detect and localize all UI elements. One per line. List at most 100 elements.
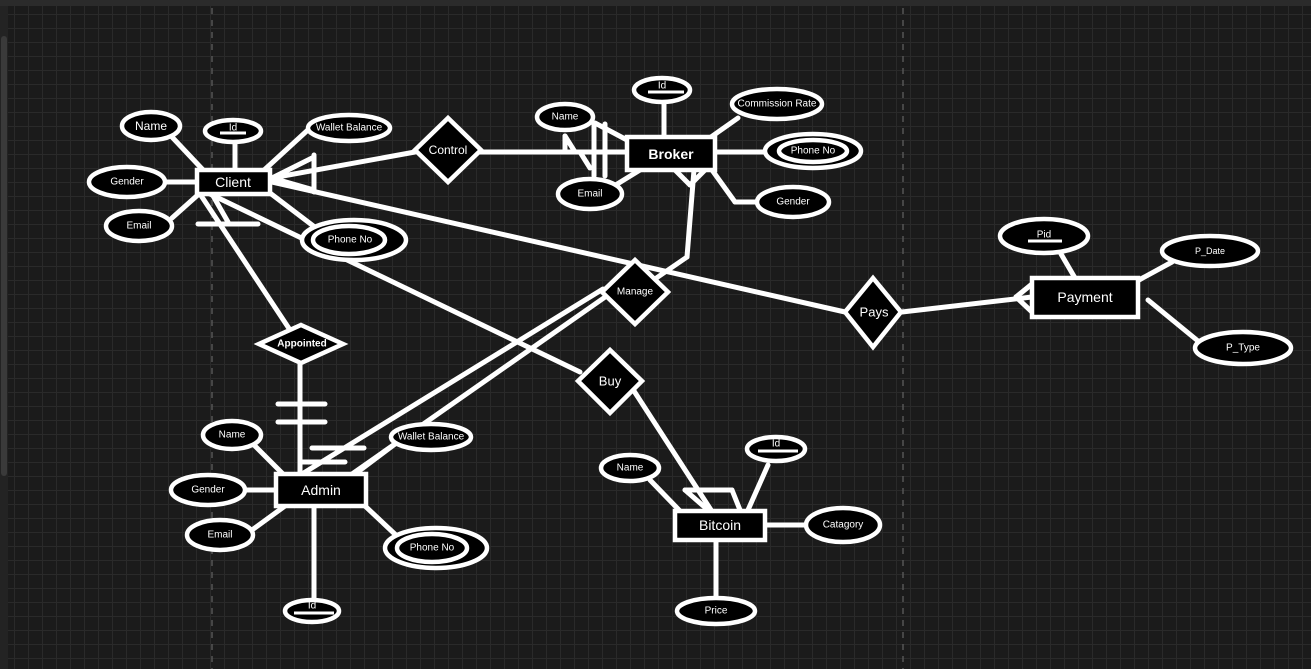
attr-admin-name-label: Name bbox=[219, 430, 246, 441]
attr-broker-email-label: Email bbox=[577, 189, 602, 200]
attr-client-id-label: Id bbox=[229, 123, 237, 134]
line-broker-commission bbox=[708, 115, 741, 140]
line-admin-name bbox=[251, 442, 286, 477]
attr-admin-wallet-label: Wallet Balance bbox=[398, 432, 465, 443]
top-toolbar-edge bbox=[0, 0, 1311, 6]
line-broker-gender-a bbox=[709, 167, 738, 205]
entity-broker[interactable]: Broker bbox=[624, 134, 718, 173]
attr-bitcoin-name[interactable]: Name bbox=[598, 452, 662, 484]
entity-payment[interactable]: Payment bbox=[1029, 275, 1141, 320]
attr-admin-email-label: Email bbox=[207, 530, 232, 541]
line-broker-manage-a bbox=[684, 167, 697, 260]
line-broker-name bbox=[592, 120, 630, 143]
relationship-pays-label: Pays bbox=[860, 305, 889, 320]
attr-broker-id-label: Id bbox=[658, 81, 666, 92]
line-admin-phone bbox=[362, 503, 401, 540]
attr-client-name-label: Name bbox=[135, 119, 167, 133]
line-client-appointed bbox=[197, 191, 293, 333]
payment-crow-1 bbox=[1013, 281, 1035, 300]
attr-broker-gender[interactable]: Gender bbox=[754, 184, 832, 220]
attr-broker-commission-label: Commission Rate bbox=[738, 99, 817, 110]
line-client-pays bbox=[269, 179, 848, 315]
client-buy-fork bbox=[209, 191, 231, 225]
attr-client-phone-label: Phone No bbox=[328, 235, 373, 246]
attr-broker-phone-label: Phone No bbox=[791, 146, 836, 157]
attr-admin-name[interactable]: Name bbox=[200, 418, 264, 452]
line-client-name bbox=[169, 134, 208, 175]
attr-bitcoin-price[interactable]: Price bbox=[674, 595, 758, 627]
attr-admin-email[interactable]: Email bbox=[184, 517, 256, 553]
broker-crow-1 bbox=[672, 167, 693, 188]
relationship-appointed[interactable]: Appointed bbox=[253, 322, 349, 366]
line-client-email bbox=[169, 190, 203, 221]
relationship-manage-label: Manage bbox=[617, 287, 654, 298]
line-payment-ptype bbox=[1145, 297, 1201, 344]
attr-client-email[interactable]: Email bbox=[103, 208, 175, 244]
entity-payment-label: Payment bbox=[1057, 289, 1112, 305]
broker-fork-2 bbox=[562, 133, 578, 155]
attr-payment-ptype-label: P_Type bbox=[1226, 343, 1260, 354]
attr-client-gender[interactable]: Gender bbox=[86, 164, 168, 200]
attr-admin-phone-no[interactable]: Phone No bbox=[382, 525, 490, 571]
attr-bitcoin-id-label: Id bbox=[772, 439, 780, 450]
line-client-wallet bbox=[259, 125, 313, 175]
attr-client-id[interactable]: Id bbox=[202, 117, 264, 145]
attr-bitcoin-catagory-label: Catagory bbox=[823, 520, 864, 531]
attr-bitcoin-id[interactable]: Id bbox=[744, 434, 808, 464]
bitcoin-crow-1 bbox=[682, 487, 711, 513]
attr-payment-pid[interactable]: Pid bbox=[997, 216, 1091, 256]
attr-broker-name-label: Name bbox=[552, 112, 579, 123]
line-client-control bbox=[269, 149, 418, 181]
attr-admin-id[interactable]: Id bbox=[282, 597, 342, 625]
relationship-buy-label: Buy bbox=[599, 374, 622, 389]
line-broker-email bbox=[611, 167, 643, 189]
attr-client-name[interactable]: Name bbox=[119, 109, 183, 143]
attr-payment-p-type[interactable]: P_Type bbox=[1192, 329, 1294, 367]
attr-broker-name[interactable]: Name bbox=[534, 101, 596, 133]
connectors bbox=[163, 98, 1201, 603]
attr-client-email-label: Email bbox=[126, 221, 151, 232]
attr-payment-p-date[interactable]: P_Date bbox=[1159, 233, 1261, 269]
attr-client-wallet-label: Wallet Balance bbox=[316, 123, 383, 134]
entity-admin-label: Admin bbox=[301, 482, 341, 498]
entity-broker-label: Broker bbox=[648, 146, 694, 162]
attr-broker-commission-rate[interactable]: Commission Rate bbox=[729, 86, 825, 122]
entity-client-label: Client bbox=[215, 174, 251, 190]
attr-payment-pid-label: Pid bbox=[1037, 230, 1051, 241]
attr-payment-pdate-label: P_Date bbox=[1195, 246, 1225, 256]
line-admin-email bbox=[249, 503, 288, 533]
attr-client-gender-label: Gender bbox=[110, 177, 144, 188]
attr-client-wallet-balance[interactable]: Wallet Balance bbox=[305, 112, 393, 144]
attr-broker-id[interactable]: Id bbox=[631, 75, 693, 105]
relationship-manage[interactable]: Manage bbox=[598, 256, 672, 328]
relationship-appointed-label: Appointed bbox=[277, 339, 326, 350]
line-bitcoin-name bbox=[647, 477, 683, 514]
relationship-control[interactable]: Control bbox=[411, 114, 485, 186]
line-bitcoin-id bbox=[745, 462, 771, 513]
line-broker-manage-b bbox=[649, 254, 690, 284]
entity-admin[interactable]: Admin bbox=[273, 471, 369, 509]
relationship-control-label: Control bbox=[429, 143, 468, 157]
attr-admin-wallet-balance[interactable]: Wallet Balance bbox=[388, 421, 474, 453]
entity-client[interactable]: Client bbox=[194, 167, 273, 197]
left-scrollbar-track bbox=[0, 6, 8, 669]
attr-bitcoin-catagory[interactable]: Catagory bbox=[803, 505, 883, 545]
attr-broker-email[interactable]: Email bbox=[555, 176, 625, 212]
attr-broker-gender-label: Gender bbox=[776, 197, 810, 208]
attr-admin-gender[interactable]: Gender bbox=[168, 472, 248, 508]
relationship-buy[interactable]: Buy bbox=[574, 346, 646, 417]
relationship-pays[interactable]: Pays bbox=[842, 274, 904, 351]
line-payment-pdate bbox=[1136, 259, 1175, 283]
attr-broker-phone-no[interactable]: Phone No bbox=[762, 131, 864, 171]
line-client-buy bbox=[207, 191, 583, 375]
entity-bitcoin[interactable]: Bitcoin bbox=[672, 508, 768, 543]
scrollbar-thumb[interactable] bbox=[1, 36, 7, 476]
attr-admin-id-label: Id bbox=[308, 601, 316, 612]
attr-bitcoin-price-label: Price bbox=[705, 606, 728, 617]
bitcoin-crow-3 bbox=[729, 487, 743, 513]
payment-crow-2 bbox=[1013, 294, 1035, 315]
attr-client-phone-no[interactable]: Phone No bbox=[299, 217, 409, 263]
line-pays-payment bbox=[899, 294, 1035, 315]
